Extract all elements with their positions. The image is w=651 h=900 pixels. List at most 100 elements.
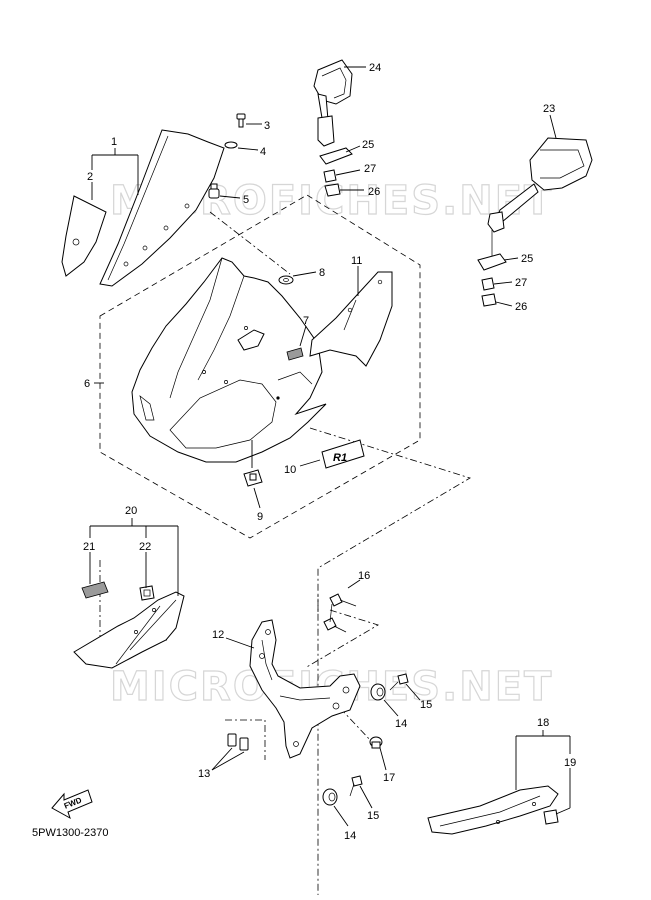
callout-24: 24 xyxy=(369,62,381,74)
callout-20: 20 xyxy=(125,505,137,517)
callout-27-upper: 27 xyxy=(364,163,376,175)
callout-21: 21 xyxy=(83,541,95,553)
bolt-part-15-lower xyxy=(349,775,363,797)
damper-part-21 xyxy=(81,581,109,599)
callout-14-lower: 14 xyxy=(344,830,356,842)
callout-15-lower: 15 xyxy=(367,810,379,822)
panel-edge xyxy=(115,605,161,665)
callout-12: 12 xyxy=(212,629,224,641)
clip-part-19 xyxy=(543,809,559,825)
panel-hole xyxy=(152,608,156,612)
callout-6: 6 xyxy=(84,378,90,390)
alignment-line-4 xyxy=(225,719,266,760)
callout-19: 19 xyxy=(564,757,576,769)
grommet-part-8 xyxy=(278,275,294,285)
callout-17: 17 xyxy=(383,772,395,784)
grommet-part-14-upper xyxy=(370,683,386,701)
clip-slot xyxy=(143,589,151,597)
panel-hole xyxy=(532,802,536,806)
lower-panel-part-20 xyxy=(73,591,185,669)
cowling-ridge xyxy=(169,257,223,399)
callout-23: 23 xyxy=(543,103,555,115)
panel-line xyxy=(343,299,357,331)
mirror-part-24 xyxy=(313,59,353,147)
emblem-part-10: R1 xyxy=(321,439,365,469)
mirror-gasket-part-25 xyxy=(477,253,507,271)
panel-hole xyxy=(377,279,383,285)
panel-hole xyxy=(134,630,138,634)
side-panel-part-2 xyxy=(61,195,107,277)
clip-part-22 xyxy=(139,585,155,601)
collar-part-27 xyxy=(323,169,337,183)
collar-part-27 xyxy=(481,277,495,291)
bolt-part-16 xyxy=(323,593,357,633)
nut-part-26 xyxy=(324,183,341,197)
damper-part-7 xyxy=(286,347,304,361)
callout-13: 13 xyxy=(198,768,210,780)
panel-edge xyxy=(439,795,541,827)
bracket-hole xyxy=(332,702,340,710)
alignment-line-2 xyxy=(309,427,471,895)
alignment-line-1 xyxy=(209,211,291,275)
windscreen-edge xyxy=(107,135,169,281)
screw-hole xyxy=(123,261,129,267)
bracket-edge xyxy=(279,695,331,701)
callout-26-lower: 26 xyxy=(515,301,527,313)
upper-cowling-part-6 xyxy=(131,257,327,463)
nut-part-26 xyxy=(481,293,497,307)
bracket-hole xyxy=(265,629,271,635)
inner-panel-part-11 xyxy=(309,271,393,367)
lower-panel-part-18 xyxy=(427,785,559,835)
callout-18: 18 xyxy=(537,717,549,729)
callout-14-upper: 14 xyxy=(395,718,407,730)
callout-9: 9 xyxy=(257,511,263,523)
callout-15-upper: 15 xyxy=(420,699,432,711)
callout-25-upper: 25 xyxy=(362,139,374,151)
mirror-gasket-part-25 xyxy=(319,147,353,165)
bracket-hole xyxy=(259,653,265,659)
diagram-code: 5PW1300-2370 xyxy=(32,827,108,839)
callout-8: 8 xyxy=(319,267,325,279)
screw-hole xyxy=(142,245,148,251)
alignment-line-5 xyxy=(304,609,379,669)
panel-hole xyxy=(72,238,80,246)
callout-26-upper: 26 xyxy=(368,186,380,198)
callout-25-lower: 25 xyxy=(521,253,533,265)
damper-part-13 xyxy=(227,733,249,751)
cowling-ridge xyxy=(197,275,245,381)
cowling-hole xyxy=(276,396,280,400)
emblem-text: R1 xyxy=(333,452,347,464)
callout-1: 1 xyxy=(111,136,117,148)
screw-hole xyxy=(163,225,169,231)
headlight-edge xyxy=(139,395,155,421)
callout-11: 11 xyxy=(351,255,362,267)
callout-4: 4 xyxy=(260,146,266,158)
washer-part-4 xyxy=(224,141,238,149)
callout-27-lower: 27 xyxy=(515,277,527,289)
cowling-hole xyxy=(244,326,248,330)
callout-5: 5 xyxy=(243,194,249,206)
panel-hole xyxy=(347,307,353,313)
bolt-part-15-upper xyxy=(389,673,409,691)
cowling-intake xyxy=(169,379,277,449)
callout-10: 10 xyxy=(284,464,296,476)
cowling-line xyxy=(277,371,313,385)
screw-part-3 xyxy=(236,113,246,128)
leader-lines xyxy=(89,66,571,827)
screw-hole xyxy=(184,203,190,209)
well-nut-part-5 xyxy=(208,183,220,199)
collar-part-17 xyxy=(369,736,383,749)
callout-3: 3 xyxy=(264,120,270,132)
bracket-hole xyxy=(293,741,299,747)
fwd-arrow-icon: FWD xyxy=(51,789,93,820)
bracket-part-12 xyxy=(249,619,361,759)
cowling-hole xyxy=(224,380,228,384)
callout-7: 7 xyxy=(303,315,309,327)
callout-22: 22 xyxy=(139,541,151,553)
bracket-hole xyxy=(342,686,350,694)
callout-16: 16 xyxy=(358,570,370,582)
cowling-vent xyxy=(237,329,265,351)
windscreen-part-1 xyxy=(99,129,225,287)
mirror-part-23 xyxy=(487,137,593,233)
